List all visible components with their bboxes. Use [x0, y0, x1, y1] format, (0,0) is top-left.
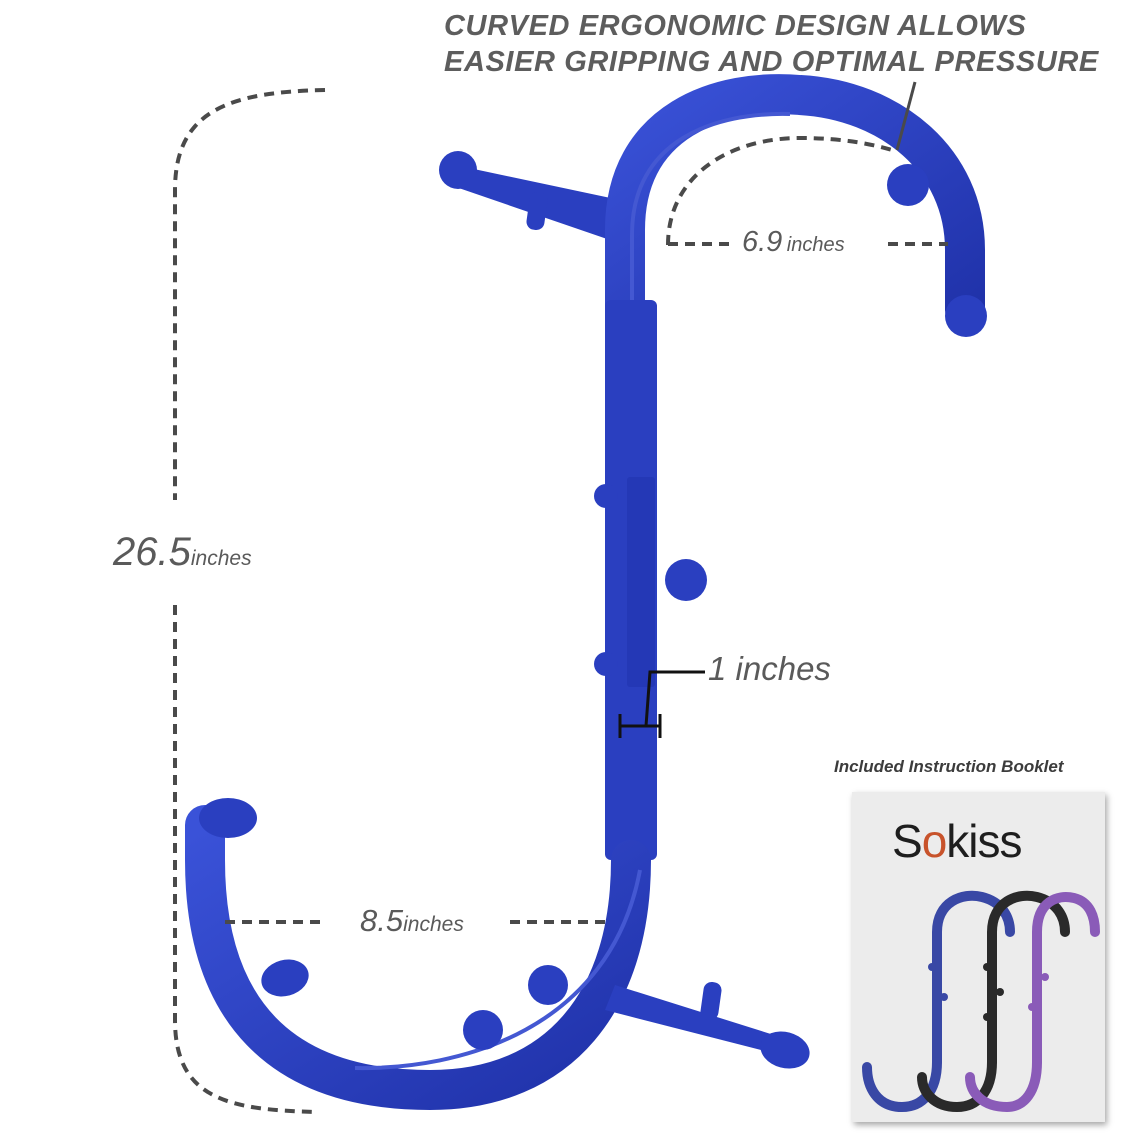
- top-hook-value: 6.9: [742, 226, 783, 258]
- booklet-nubs: [928, 963, 1049, 1021]
- height-bracket-bottom: [173, 605, 319, 1114]
- brand-logo-rest: kiss: [946, 815, 1022, 867]
- headline-line-2: EASIER GRIPPING AND OPTIMAL PRESSURE: [444, 46, 1099, 78]
- headline: CURVED ERGONOMIC DESIGN ALLOWS EASIER GR…: [444, 8, 1099, 80]
- booklet-illustration: [862, 890, 1100, 1113]
- instruction-booklet: Sokiss: [852, 792, 1105, 1122]
- booklet-black-massager: [917, 890, 1070, 1113]
- booklet-blue-massager: [862, 890, 1015, 1113]
- width-label: 1 inches: [708, 650, 831, 688]
- headline-line-1: CURVED ERGONOMIC DESIGN ALLOWS: [444, 10, 1027, 42]
- lower-arm: [605, 981, 810, 1069]
- height-label: 26.5inches: [113, 530, 252, 575]
- top-hook: [605, 74, 985, 350]
- height-unit: inches: [190, 547, 252, 570]
- height-value: 26.5: [113, 530, 191, 574]
- brand-logo-s: S: [892, 815, 923, 867]
- bottom-hook-label: 8.5inches: [360, 903, 464, 939]
- booklet-caption: Included Instruction Booklet: [834, 757, 1064, 776]
- width-marker: [618, 670, 705, 738]
- booklet-purple-massager: [965, 892, 1100, 1113]
- bar-nubs: [594, 484, 707, 676]
- width-unit: inches: [735, 650, 831, 687]
- top-hook-unit: inches: [786, 234, 845, 256]
- top-hook-label: 6.9 inches: [742, 226, 845, 259]
- height-bracket-top: [173, 88, 326, 500]
- width-value: 1: [708, 650, 727, 687]
- upper-arm: [439, 151, 640, 240]
- bottom-hook-value: 8.5: [360, 903, 404, 938]
- bottom-hook: [185, 805, 651, 1111]
- brand-logo-o: o: [921, 815, 948, 867]
- bottom-hook-unit: inches: [403, 913, 464, 936]
- top-hook-arc-dash: [666, 135, 893, 246]
- headline-pointer: [895, 81, 917, 151]
- brand-logo: Sokiss: [892, 814, 1023, 868]
